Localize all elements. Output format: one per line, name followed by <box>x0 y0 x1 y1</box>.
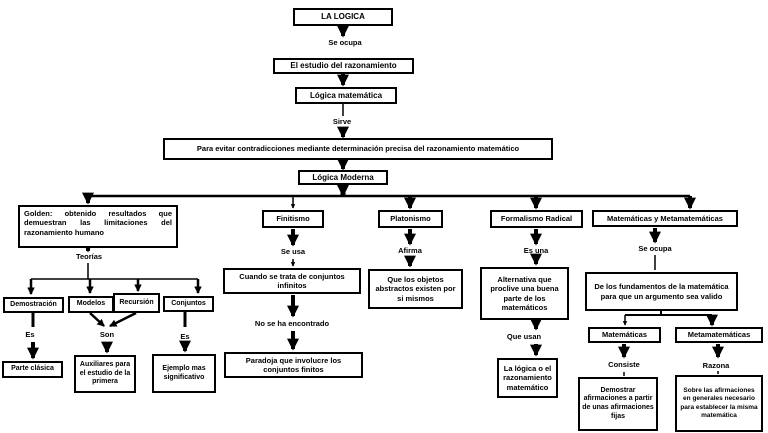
edge-label-son: Son <box>99 330 115 339</box>
edge-label-sirve: Sirve <box>332 117 352 126</box>
node-conjuntos-infinitos: Cuando se trata de conjuntos infinitos <box>223 268 361 294</box>
edge-label-es-una: Es una <box>523 246 549 255</box>
node-modelos: Modelos <box>68 296 114 313</box>
node-logica-matematica: Lógica matemática <box>295 87 397 104</box>
node-logica-razonamiento: La lógica o el razonamiento matemático <box>497 358 558 398</box>
edge-label-afirma: Afirma <box>398 246 422 255</box>
node-matematicas-y-metamatematicas: Matemáticas y Metamatemáticas <box>592 210 738 227</box>
node-parte-clasica: Parte clásica <box>2 361 63 378</box>
node-recursion: Recursión <box>113 293 160 313</box>
node-alternativa-matematicos: Alternativa que proclive una buena parte… <box>480 267 569 320</box>
edge-label-se-ocupa-2: Se ocupa <box>638 244 672 253</box>
node-la-logica: LA LOGICA <box>293 8 393 26</box>
edge-label-consiste: Consiste <box>608 360 640 369</box>
edge-label-que-usan: Que usan <box>506 332 542 341</box>
node-demostrar-afirmaciones: Demostrar afirmaciones a partir de unas … <box>578 377 658 431</box>
edge-label-razona: Razona <box>702 361 730 370</box>
node-logica-moderna: Lógica Moderna <box>298 170 388 185</box>
node-fundamentos: De los fundamentos de la matemática para… <box>585 272 738 311</box>
edge-label-no-se-ha-encontrado: No se ha encontrado <box>254 319 330 328</box>
node-paradoja: Paradoja que involucre los conjuntos fin… <box>224 352 363 378</box>
node-finitismo: Finitismo <box>262 210 324 228</box>
node-para-evitar-contradicciones: Para evitar contradicciones mediante det… <box>163 138 553 160</box>
node-godel-resultados: Golden: obtenido resultados que demuestr… <box>18 205 178 248</box>
edge-label-se-ocupa: Se ocupa <box>328 38 362 47</box>
edge-label-teorias: Teorías <box>75 252 103 261</box>
node-objetos-abstractos: Que los objetos abstractos existen por s… <box>368 269 463 309</box>
node-auxiliares: Auxiliares para el estudio de la primera <box>74 355 136 393</box>
node-matematicas: Matemáticas <box>588 327 661 343</box>
edge-label-se-usa: Se usa <box>280 247 306 256</box>
node-sobre-afirmaciones: Sobre las afirmaciones en generales nece… <box>675 375 763 432</box>
node-conjuntos: Conjuntos <box>163 296 214 312</box>
edge-label-es-1: Es <box>25 330 35 339</box>
node-formalismo-radical: Formalismo Radical <box>490 210 583 228</box>
node-metamatematicas: Metamatemáticas <box>675 327 763 343</box>
node-platonismo: Platonismo <box>378 210 443 228</box>
node-ejemplo-significativo: Ejemplo mas significativo <box>152 354 216 393</box>
node-demostracion: Demostración <box>3 297 64 313</box>
edge-label-es-2: Es <box>180 332 190 341</box>
node-estudio-razonamiento: El estudio del razonamiento <box>273 58 414 74</box>
